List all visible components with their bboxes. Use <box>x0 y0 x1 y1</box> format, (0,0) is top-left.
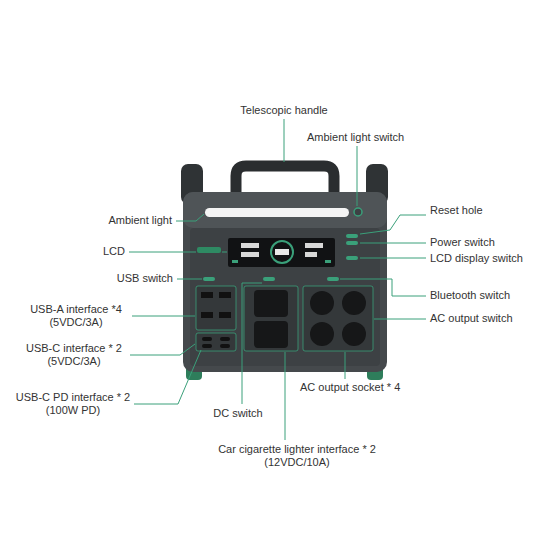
car-socket <box>254 290 288 317</box>
leader-line <box>242 283 262 404</box>
callout-label: AC output switch <box>430 312 513 325</box>
ac-socket <box>310 291 334 315</box>
lcd-digits <box>275 249 289 255</box>
leader-line <box>129 252 196 253</box>
leader-line <box>360 258 426 259</box>
lcd-screen <box>228 238 335 267</box>
callout-label: DC switch <box>213 407 263 420</box>
usb-c-port <box>220 337 230 341</box>
leader-line <box>360 243 426 244</box>
callout-label: Car cigarette lighter interface * 2 (12V… <box>197 443 397 469</box>
ac-socket <box>342 291 366 315</box>
usb-c-port <box>202 337 212 341</box>
callout-label: USB-C PD interface * 2 (100W PD) <box>11 391 135 417</box>
callout-label: Power switch <box>430 236 495 249</box>
leader-line <box>360 215 426 234</box>
usb-a-port <box>219 292 231 298</box>
leader-line <box>134 350 201 404</box>
leader-line <box>357 146 358 206</box>
lcd-icon <box>325 260 331 263</box>
leader-line <box>285 352 286 440</box>
usb-c-panel <box>196 333 236 351</box>
lcd-digits <box>305 243 323 248</box>
leader-lines <box>129 119 426 440</box>
leader-line <box>284 119 285 162</box>
front-panel <box>190 228 380 366</box>
telescopic-handle <box>236 166 334 196</box>
callout-label: AC output socket * 4 <box>300 381 400 394</box>
leader-line <box>374 319 426 320</box>
lcd-icon <box>232 260 238 263</box>
car-socket <box>254 321 288 348</box>
leader-line <box>222 252 227 253</box>
lcd-digits <box>241 252 259 257</box>
housing-top <box>183 192 387 228</box>
dc-switch <box>263 277 275 281</box>
leader-line <box>340 279 426 296</box>
dc-panel <box>244 286 298 351</box>
leader-line <box>132 316 195 317</box>
callout-label: LCD display switch <box>430 252 523 265</box>
callout-label: Bluetooth switch <box>430 289 510 302</box>
leader-line <box>130 344 195 355</box>
callout-label: Ambient light <box>108 214 172 227</box>
leader-line <box>176 214 204 221</box>
usb-a-port <box>201 312 213 318</box>
callout-label: Ambient light switch <box>307 131 404 144</box>
usb-a-port <box>201 292 213 298</box>
callout-label: USB switch <box>117 272 173 285</box>
ac-socket <box>342 322 366 346</box>
logo-plate <box>197 247 221 253</box>
ac-panel <box>303 286 373 351</box>
lcd-display-switch <box>346 256 358 260</box>
reset-hole <box>346 234 358 238</box>
ambient-light-bar <box>205 208 349 217</box>
lcd-digits <box>241 243 259 248</box>
power-switch <box>346 241 358 245</box>
callout-label: Reset hole <box>430 204 483 217</box>
ambient-light-switch <box>354 208 362 216</box>
usb-a-port <box>219 312 231 318</box>
leader-line <box>345 352 346 379</box>
usb-c-pd-port <box>202 344 212 348</box>
housing <box>183 192 387 372</box>
lcd-ring <box>271 241 293 263</box>
lcd-digits <box>305 252 317 257</box>
leader-line <box>177 279 202 280</box>
callout-label: USB-A interface *4 (5VDC/3A) <box>20 303 132 329</box>
callout-label: LCD <box>103 245 125 258</box>
ac-socket <box>310 322 334 346</box>
callout-label: Telescopic handle <box>240 104 327 117</box>
callout-label: USB-C interface * 2 (5VDC/3A) <box>18 342 130 368</box>
usb-a-panel <box>196 286 236 330</box>
bluetooth-switch <box>327 277 339 281</box>
usb-switch <box>203 277 215 281</box>
usb-c-pd-port <box>220 344 230 348</box>
